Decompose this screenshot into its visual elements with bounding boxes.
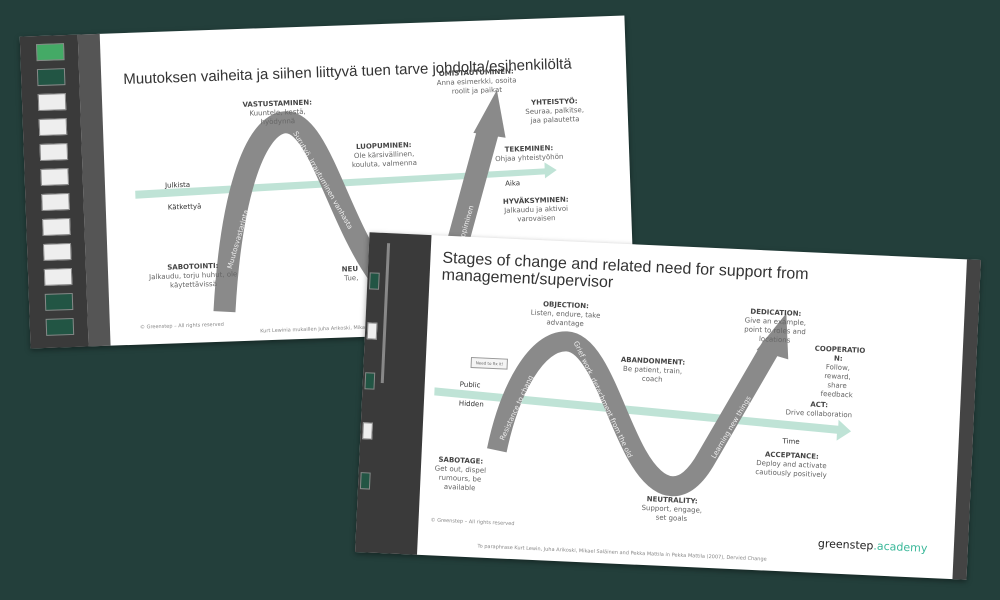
slide-thumbnail[interactable] (366, 322, 378, 340)
slide-canvas: Stages of change and related need for su… (417, 235, 967, 579)
scrollbar[interactable] (380, 243, 391, 384)
slide-thumbnail[interactable] (364, 372, 376, 390)
stage-label: ACT:Drive collaboration (785, 400, 853, 420)
stage-label: TEKEMINEN:Ohjaa yhteistyöhön (495, 144, 564, 164)
stage-label: VASTUSTAMINEN:Kuuntele, kestä, hyödynnä (242, 98, 313, 127)
slide-thumbnail[interactable] (36, 68, 66, 87)
slide-thumbnail[interactable] (39, 143, 69, 162)
slide-thumbnail[interactable] (43, 267, 73, 286)
slide-thumbnail[interactable] (362, 422, 373, 440)
axis-label-hidden: Hidden (458, 399, 484, 409)
stage-label: SABOTAGE:Get out, dispel rumours, be ava… (434, 455, 487, 493)
slide-thumbnail[interactable] (37, 93, 67, 112)
curve-arrowhead (756, 313, 789, 360)
slide-thumbnail[interactable] (44, 292, 74, 311)
stage-label: COOPERATIO N:Follow, reward, share feedb… (814, 344, 866, 400)
axis-label-time: Aika (505, 179, 521, 188)
slide-thumbnail[interactable] (40, 168, 69, 187)
change-curve-diagram (434, 313, 852, 497)
slide-thumbnail[interactable] (42, 242, 72, 261)
stage-label: ABANDONMENT:Be patient, train, coach (620, 355, 686, 384)
stage-label: YHTEISTYÖ:Seuraa, palkitse, jaa palautet… (525, 97, 585, 125)
stage-label: HYVÄKSYMINEN:Jalkaudu ja aktivoi varovai… (502, 195, 569, 224)
stage-label: DEDICATION:Give an example, point to rol… (744, 307, 807, 345)
slide-thumbnail[interactable] (359, 472, 371, 490)
stage-label: NEUTRALITY:Support, engage, set goals (641, 495, 703, 523)
slide-thumbnail-panel[interactable] (19, 34, 89, 349)
axis-label-time: Time (782, 437, 800, 447)
stage-label: OMISTAUTUMINEN:Anna esimerkki, osoita ro… (436, 67, 517, 96)
slide-thumbnail[interactable] (368, 272, 380, 290)
stage-label: OBJECTION:Listen, endure, take advantage (530, 300, 601, 329)
time-axis-arrow (434, 387, 852, 441)
slide-thumbnail[interactable] (45, 317, 75, 336)
stage-label: LUOPUMINEN:Ole kärsivällinen, kouluta, v… (351, 141, 418, 170)
slide-thumbnail[interactable] (36, 43, 65, 62)
stage-label: ACCEPTANCE:Deploy and activate cautiousl… (755, 450, 827, 480)
english-slide-window: Stages of change and related need for su… (355, 232, 981, 580)
axis-label-public: Public (459, 380, 481, 390)
change-curve (487, 331, 781, 497)
slide-thumbnail[interactable] (42, 218, 71, 236)
need-to-fix-button[interactable]: Need to fix it! (470, 357, 509, 370)
axis-label-hidden: Kätkettyä (167, 202, 202, 212)
stage-label: SABOTOINTI:Jalkaudu, torju huhut, ole kä… (148, 261, 238, 290)
slide-thumbnail[interactable] (38, 118, 68, 137)
curve-arrowhead (473, 90, 506, 138)
axis-label-public: Julkista (164, 180, 191, 190)
slide-thumbnail[interactable] (41, 193, 70, 211)
